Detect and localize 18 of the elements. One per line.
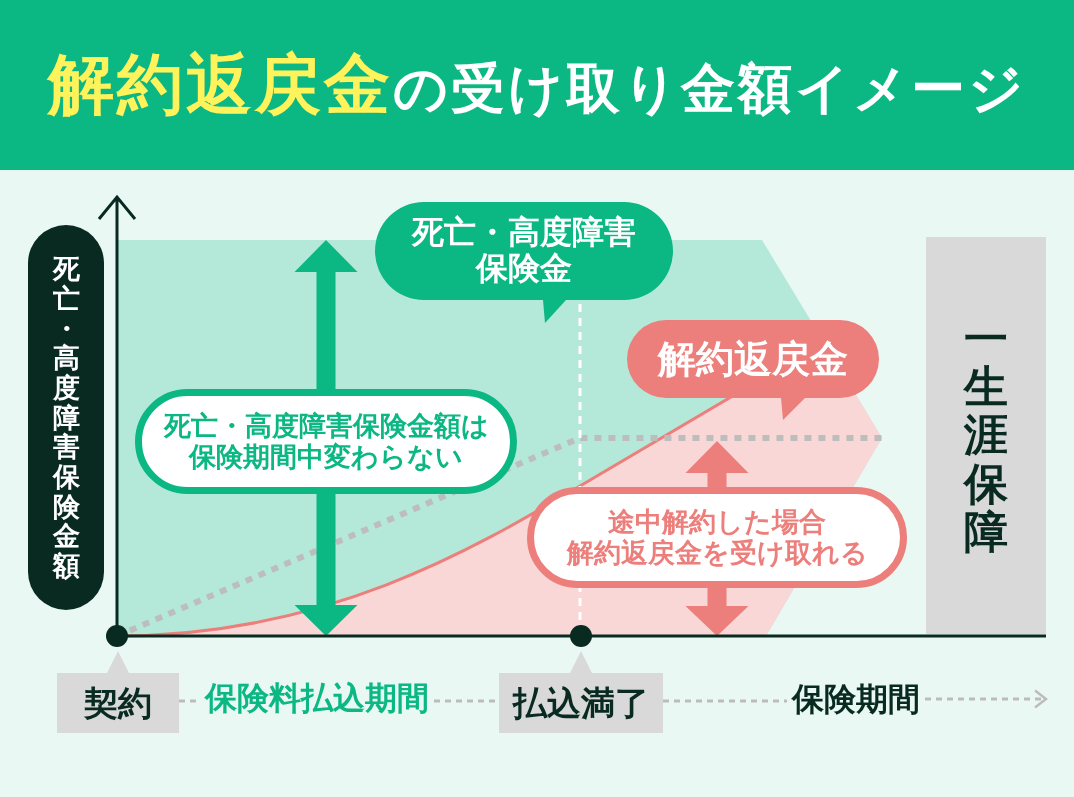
title: 解約返戻金の受け取り金額イメージ: [48, 45, 1026, 125]
speech-bubble: [627, 320, 879, 420]
axis-title: 死亡・高度障害保険金額: [52, 254, 80, 581]
timeline-arrow: [925, 689, 1048, 709]
bubble-text: 解約返戻金: [658, 337, 848, 381]
bubble-text: 死亡・高度障害保険金: [410, 215, 637, 287]
dotted-connector: [663, 699, 787, 703]
period-label: 保険期間: [787, 680, 925, 719]
note-text: 途中解約した場合解約返戻金を受け取れる: [566, 507, 868, 568]
timeline-tag: [57, 651, 179, 733]
tag-text: 払込満了: [513, 683, 649, 723]
speech-bubble: [375, 202, 673, 323]
band-text: 一生涯保障: [964, 314, 1008, 557]
note-text: 死亡・高度障害保険金額は保険期間中変わらない: [162, 411, 490, 472]
coverage-band: [926, 237, 1046, 634]
timeline-tag: [499, 651, 663, 733]
tag-text: 契約: [84, 683, 152, 723]
period-label: 保険料払込期間: [200, 679, 434, 718]
